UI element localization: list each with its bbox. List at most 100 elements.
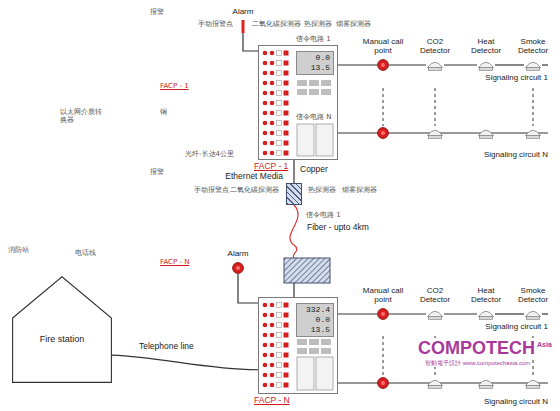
- manual-call-point-shape: [377, 308, 389, 320]
- heat-detector-symbol: [479, 62, 494, 70]
- node-label: FACP - N: [254, 396, 290, 406]
- translation-note: 热探测器: [308, 187, 336, 194]
- alarm-bell-shape: [232, 262, 244, 274]
- panel-modules: [297, 124, 333, 156]
- co2-detector-symbol: [428, 62, 443, 70]
- translation-note: 报警: [150, 8, 164, 16]
- edge-label: Copper: [299, 165, 329, 175]
- smoke-detector-shape: [524, 59, 542, 71]
- indicator-grid: [261, 300, 289, 390]
- detector-symbol: [526, 380, 541, 388]
- manual-call-point: [378, 378, 389, 389]
- node-label: Alarm: [228, 249, 249, 258]
- wire-segment: [243, 33, 258, 51]
- fire-alarm-panel: FACP - 10.013.5: [258, 45, 338, 160]
- node-label: Ethernet Media: [225, 172, 283, 182]
- smoke-detector-shape: [524, 308, 542, 320]
- node-label: Smoke Detector: [509, 286, 557, 304]
- smoke-detector: Smoke Detector: [524, 59, 542, 71]
- media-converter: Ethernet Media: [286, 183, 302, 205]
- detector-symbol: [428, 130, 443, 138]
- text-label: Signaling circuit 1: [485, 322, 548, 331]
- manual-call-point: [378, 128, 389, 139]
- co2-detector-shape: [426, 59, 444, 71]
- node-label: CO2 Detector: [411, 286, 459, 304]
- node-label: Heat Detector: [462, 37, 510, 55]
- translation-note: 手动报警点: [194, 187, 229, 194]
- translation-note: FACP - 1: [160, 82, 189, 90]
- co2-detector-shape: [426, 308, 444, 320]
- manual-call-point-symbol: [378, 60, 389, 71]
- wire: [243, 33, 258, 51]
- panel-display: 0.013.5: [296, 51, 334, 75]
- wire: [338, 65, 377, 66]
- panel-modules: [297, 357, 333, 390]
- node-label: Manual call point: [355, 37, 411, 55]
- wire-segment: [290, 205, 298, 258]
- edge-label: Fiber - upto 4km: [306, 223, 370, 233]
- wire: [444, 314, 477, 315]
- wire: [112, 355, 258, 370]
- node-label: 332.4: [300, 305, 330, 315]
- panel-display: 332.40.013.5: [296, 303, 334, 337]
- translation-note: 铜: [160, 108, 167, 116]
- text-label: 智動電子設計 www.compotechasia.com: [425, 360, 530, 367]
- manual-call-point-symbol: [378, 309, 389, 320]
- panel-buttons: [297, 339, 331, 354]
- wire-segment: [389, 313, 426, 314]
- wire: [338, 314, 377, 315]
- node-label: Manual call point: [355, 286, 411, 304]
- detector-symbol: [479, 130, 494, 138]
- translation-note: FACP - N: [160, 258, 189, 266]
- media-converter: [284, 258, 330, 283]
- manual-call-point-shape: [377, 59, 389, 71]
- indicator-grid: [261, 48, 289, 158]
- text-label: COMPOTECH: [418, 338, 535, 358]
- detector-symbol: [526, 130, 541, 138]
- smoke-detector-symbol: [526, 62, 541, 70]
- manual-call-point: Manual call point: [377, 59, 389, 71]
- wire-segment: [293, 160, 294, 183]
- wire-segment: [338, 313, 377, 314]
- panel-buttons: [297, 80, 331, 95]
- alarm-bell: Alarm: [232, 262, 244, 274]
- wire: [444, 65, 477, 66]
- wire-segment: [112, 355, 258, 370]
- wire: [495, 65, 524, 66]
- heat-detector-symbol: [479, 311, 494, 319]
- node-label: CO2 Detector: [411, 37, 459, 55]
- heat-detector-shape: [477, 59, 495, 71]
- fire-station-symbol: [13, 277, 112, 383]
- manual-call-point: Manual call point: [377, 308, 389, 320]
- node-label: FACP - 1: [254, 162, 288, 172]
- translation-note: 二氧化碳探测器: [252, 20, 301, 28]
- translation-note: 光纤-长达4公里: [185, 150, 234, 158]
- wire: [294, 160, 295, 183]
- translation-note: 消防站: [8, 246, 29, 254]
- circuit-wire: [542, 313, 548, 314]
- fire-station: Fire station: [12, 276, 112, 383]
- alarm-bell-shape: [241, 20, 245, 33]
- wire-segment: [293, 283, 294, 297]
- text-label: Signaling circuit N: [484, 397, 548, 406]
- heat-detector: Heat Detector: [477, 59, 495, 71]
- smoke-detector: Smoke Detector: [524, 308, 542, 320]
- translation-note: 信令电路 1: [306, 211, 341, 219]
- circuit-wire: [338, 132, 548, 133]
- alarm-bell-symbol: [242, 20, 245, 33]
- translation-note: 电话线: [75, 249, 96, 257]
- node-label: Smoke Detector: [509, 37, 557, 55]
- node-label: Heat Detector: [462, 286, 510, 304]
- heat-detector-shape: [477, 308, 495, 320]
- wire: [389, 65, 426, 66]
- fire-alarm-panel: FACP - N332.40.013.5: [258, 297, 338, 394]
- node-label: Alarm: [233, 7, 254, 16]
- node-label: 0.0: [300, 53, 330, 63]
- translation-note: 烟雾探测器: [336, 20, 371, 28]
- wire-segment: [389, 64, 426, 65]
- alarm-bell-symbol: [233, 263, 244, 274]
- wire: [238, 274, 258, 303]
- translation-note: 信令电路 N: [296, 113, 331, 121]
- translation-note: 信令电路 1: [296, 35, 331, 43]
